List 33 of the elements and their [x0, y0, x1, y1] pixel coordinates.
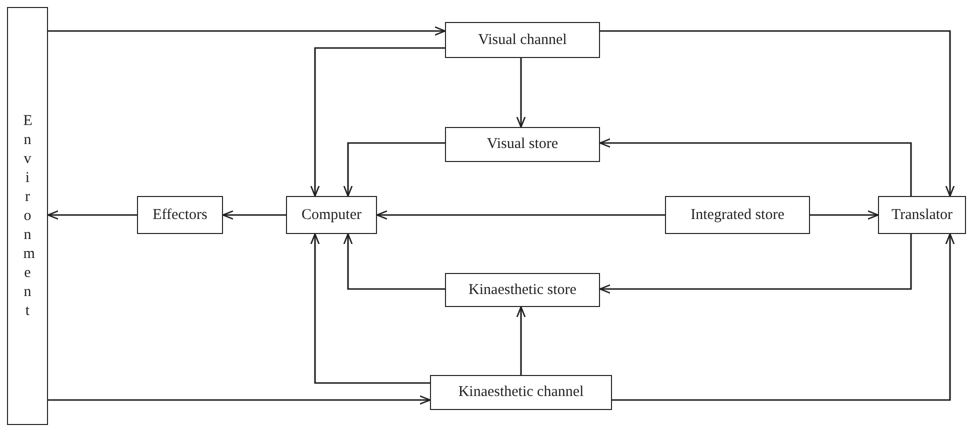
process-box: [445, 127, 600, 162]
arrow: [376, 210, 665, 220]
arrow: [222, 210, 286, 220]
process-box: [445, 22, 600, 58]
node-label: Translator: [891, 206, 953, 224]
node-label: Kinaesthetic store: [468, 280, 576, 300]
node-label: Computer: [302, 206, 362, 224]
arrow: [516, 306, 526, 375]
arrow: [47, 210, 137, 220]
arrow: [599, 234, 912, 294]
arrow: [48, 395, 431, 405]
arrow: [310, 47, 445, 197]
node-label: Kinaesthetic channel: [458, 383, 584, 402]
arrow: [612, 233, 955, 401]
node-label: Visual store: [486, 135, 558, 154]
node-label: Integrated store: [690, 206, 784, 224]
process-box: [286, 196, 377, 234]
process-box: [878, 196, 966, 234]
arrow: [48, 26, 446, 36]
process-box: [665, 196, 810, 234]
process-box: [137, 196, 223, 234]
arrow: [516, 58, 526, 128]
vertical-box: [7, 7, 48, 425]
node-label: Visual channel: [478, 30, 567, 50]
arrow: [343, 233, 445, 290]
process-box: [445, 273, 600, 307]
arrow: [600, 30, 955, 197]
arrow: [599, 138, 912, 196]
node-label: Effectors: [152, 206, 208, 224]
arrow: [343, 142, 445, 197]
arrow: [810, 210, 879, 220]
arrow: [310, 233, 430, 384]
process-box: [430, 375, 612, 410]
